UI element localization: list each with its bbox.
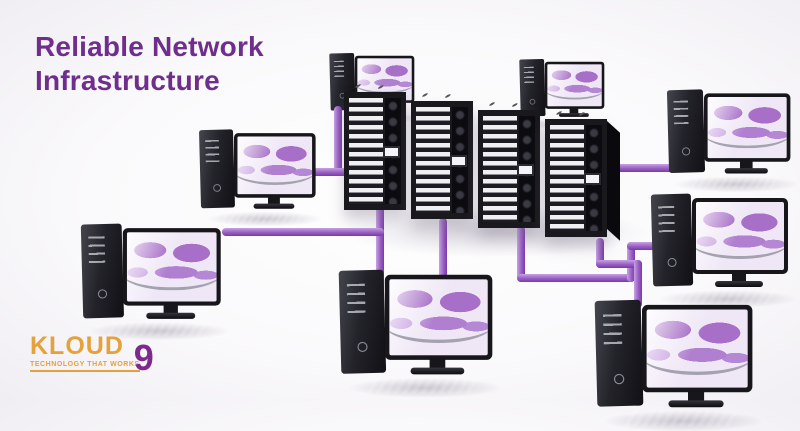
workstation-shadow	[673, 176, 800, 193]
network-cable-segment	[517, 226, 525, 282]
workstation-shadow	[88, 321, 231, 341]
monitor-screen-world-map	[237, 136, 313, 195]
monitor-screen-world-map	[646, 309, 748, 388]
rack-display	[450, 155, 467, 168]
power-button-icon	[681, 147, 691, 156]
rack-side-panel	[607, 121, 620, 241]
monitor-screen-world-map	[126, 232, 217, 302]
server-trays	[483, 116, 517, 222]
page-title: Reliable Network Infrastructure	[35, 30, 264, 98]
tower-vents	[205, 139, 220, 163]
logo-numeral-9: 9	[133, 337, 154, 378]
logo-tagline: TECHNOLOGY THAT WORKS	[30, 361, 140, 372]
network-cable-segment	[634, 260, 642, 308]
monitor-stand	[740, 160, 753, 169]
network-cable-segment	[439, 218, 447, 292]
network-cable-segment	[627, 242, 661, 250]
server-trays	[416, 107, 450, 213]
desktop-workstation	[594, 298, 769, 431]
rack-display	[517, 164, 534, 177]
monitor-stand	[268, 196, 280, 205]
computer-tower	[666, 89, 706, 174]
desktop-workstation	[666, 88, 800, 193]
desktop-workstation	[80, 222, 235, 341]
network-cable-segment	[610, 164, 704, 172]
network-cable-segment	[292, 168, 348, 176]
keyboard	[689, 175, 780, 189]
tower-vents	[346, 283, 366, 314]
tower-vents	[673, 100, 689, 125]
network-cable-segment	[222, 228, 384, 236]
power-button-icon	[357, 341, 368, 353]
monitor-base	[410, 367, 465, 375]
network-cable-segment	[596, 238, 604, 268]
logo-wordmark: KLOUD	[30, 332, 124, 360]
keyboard	[366, 376, 480, 394]
monitor-base	[146, 312, 196, 319]
monitor-base	[715, 281, 763, 287]
network-cable-segment	[596, 260, 642, 268]
desktop-workstation	[338, 268, 508, 398]
computer-tower	[198, 129, 236, 209]
tower-vents	[523, 66, 535, 84]
network-cable-segment	[334, 106, 342, 176]
title-line-2: Infrastructure	[35, 65, 220, 97]
monitor	[642, 304, 753, 393]
network-cable-segment	[517, 274, 635, 282]
kloud9-logo: KLOUD TECHNOLOGY THAT WORKS 9	[30, 332, 154, 378]
monitor-base	[253, 203, 295, 209]
workstation-shadow	[658, 290, 798, 308]
monitor	[692, 198, 788, 274]
server-rack	[478, 110, 540, 228]
network-illustration	[0, 0, 800, 400]
monitor-stand	[163, 304, 178, 314]
computer-tower	[650, 193, 694, 287]
monitor-base	[724, 168, 768, 174]
power-button-icon	[97, 289, 108, 299]
monitor	[234, 133, 316, 198]
workstation-shadow	[205, 211, 325, 227]
server-rack	[411, 101, 473, 219]
power-button-icon	[213, 184, 221, 192]
monitor-stand	[688, 391, 705, 402]
desktop-workstation	[650, 192, 800, 308]
rack-display	[584, 173, 601, 186]
monitor-screen-world-map	[707, 97, 787, 159]
computer-tower	[338, 269, 387, 374]
computer-tower	[594, 299, 644, 407]
tower-vents	[333, 60, 345, 78]
keyboard	[623, 409, 739, 427]
desktop-workstation	[198, 128, 328, 227]
tower-vents	[88, 236, 106, 264]
monitor-screen-world-map	[389, 279, 488, 356]
tower-vents	[603, 314, 623, 345]
monitor	[122, 228, 221, 306]
monitor	[704, 93, 791, 162]
power-button-icon	[667, 257, 677, 268]
monitor-base	[668, 400, 724, 408]
monitor-stand	[429, 358, 446, 369]
computer-tower	[80, 223, 125, 319]
tower-vents	[658, 205, 675, 233]
monitor	[384, 274, 493, 360]
server-rack	[344, 92, 406, 210]
server-rack	[545, 119, 620, 241]
monitor-screen-world-map	[696, 202, 784, 270]
power-button-icon	[613, 373, 625, 385]
monitor-stand	[732, 273, 746, 282]
server-trays	[349, 98, 383, 204]
workstation-shadow	[346, 377, 504, 398]
title-line-1: Reliable Network	[35, 31, 264, 62]
server-trays	[550, 125, 584, 231]
network-cable-segment	[376, 205, 384, 324]
rack-display	[383, 146, 400, 159]
